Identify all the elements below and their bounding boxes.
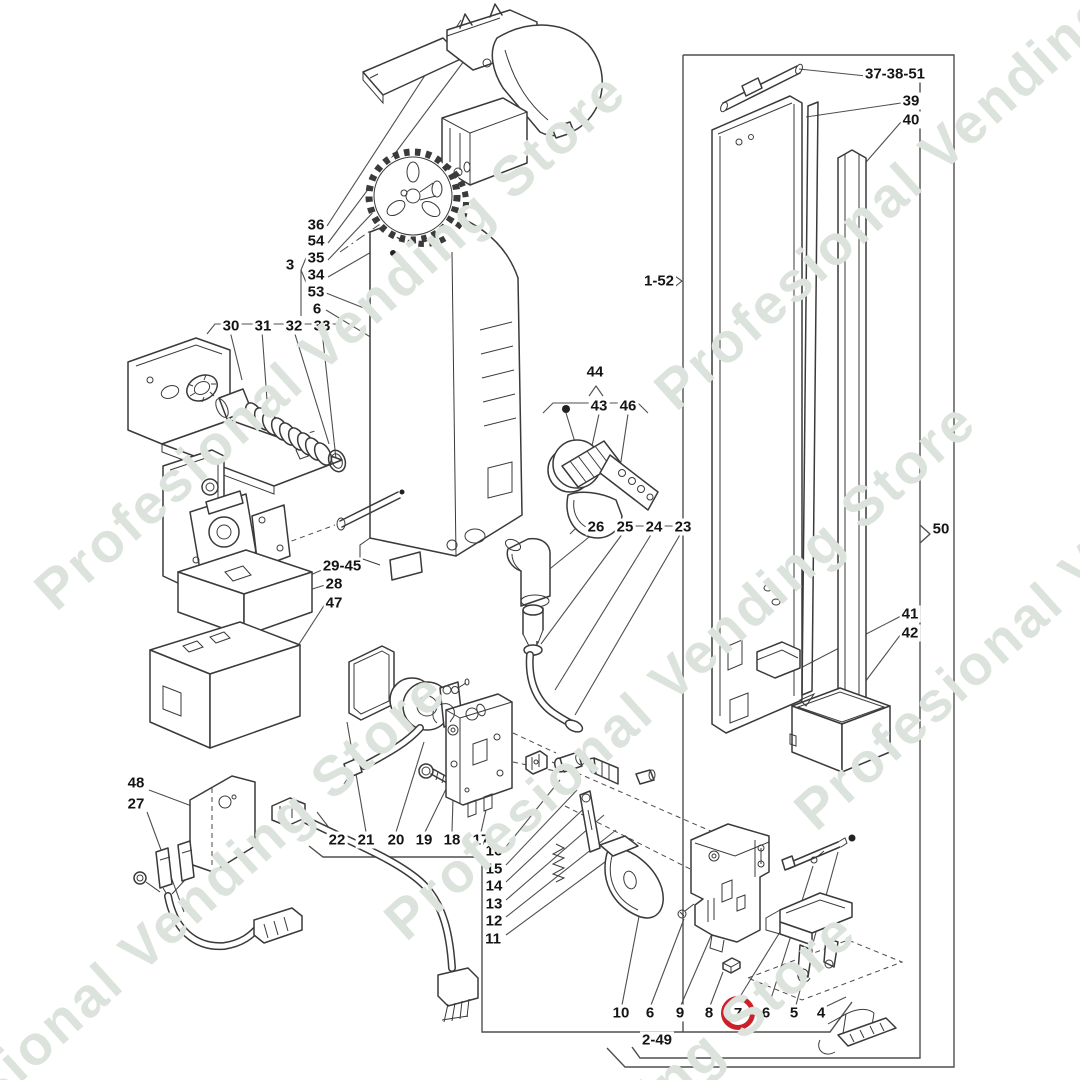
product-canister	[336, 209, 523, 581]
part-label-18: 18	[441, 831, 463, 849]
part-label-3: 3	[283, 256, 297, 274]
part-label-11: 11	[483, 930, 503, 948]
assembly-box-2-49	[308, 845, 853, 1033]
lower-cover	[149, 621, 301, 749]
part-label-25: 25	[614, 518, 636, 536]
part-label-5: 5	[787, 1004, 801, 1022]
part-label-54: 54	[305, 232, 327, 250]
guide-rail-40	[837, 149, 867, 711]
part-label-36: 36	[305, 216, 327, 234]
valve-block	[432, 693, 513, 818]
part-label-6: 6	[643, 1004, 657, 1022]
auger-knob	[186, 374, 218, 403]
part-label-40: 40	[900, 111, 922, 129]
part-label-15: 15	[483, 860, 505, 878]
outlet-assembly	[547, 405, 659, 539]
part-label-8: 8	[702, 1004, 716, 1022]
part-label-10: 10	[610, 1004, 632, 1022]
part-label-44: 44	[584, 363, 606, 381]
part-label-12: 12	[483, 912, 505, 930]
part-label-9: 9	[673, 1004, 687, 1022]
part-label-1-52: 1-52	[641, 272, 677, 290]
dispense-scoop	[599, 835, 664, 919]
part-label-4: 4	[814, 1004, 828, 1022]
part-label-21: 21	[355, 831, 377, 849]
chute-42	[789, 687, 891, 773]
screw-6a	[677, 903, 695, 919]
small-valve-parts	[525, 750, 656, 785]
part-label-19: 19	[413, 831, 435, 849]
part-label-43: 43	[588, 397, 610, 415]
part-label-23: 23	[672, 518, 694, 536]
part-label-24: 24	[643, 518, 665, 536]
wire-harness-27	[133, 840, 303, 951]
part-label-46: 46	[617, 397, 639, 415]
part-label-20: 20	[385, 831, 407, 849]
pin	[451, 678, 470, 694]
part-label-29-45: 29-45	[320, 557, 364, 575]
lever-arm	[579, 790, 601, 853]
support-rod	[720, 63, 803, 113]
hose	[523, 644, 584, 733]
part-label-50: 50	[930, 520, 952, 538]
part-label-39: 39	[900, 92, 922, 110]
gasket-frame	[348, 645, 395, 721]
sprocket-gear	[365, 148, 471, 247]
part-label-6: 6	[310, 300, 324, 318]
part-label-37-38-51: 37-38-51	[862, 65, 928, 83]
spring	[551, 843, 566, 883]
elbow-pipe	[504, 537, 551, 608]
adjust-rod-5	[781, 834, 856, 871]
part-label-32: 32	[283, 317, 305, 335]
part-label-27: 27	[125, 795, 147, 813]
part-label-7-highlighted: 7	[721, 996, 755, 1030]
part-label-47: 47	[323, 594, 345, 612]
panel-bracket-41	[756, 641, 801, 679]
part-label-31: 31	[252, 317, 274, 335]
part-label-16: 16	[483, 842, 505, 860]
part-label-34: 34	[305, 266, 327, 284]
assembly-box-inner-50	[631, 80, 932, 1059]
part-label-42: 42	[899, 624, 921, 642]
gear-motor	[189, 490, 291, 571]
auger-spring	[215, 388, 333, 466]
mounting-panel	[189, 775, 256, 873]
wire-spring-4	[818, 1008, 897, 1055]
part-label-33: 33	[311, 317, 333, 335]
motor-mount-box	[177, 549, 313, 637]
back-panel	[711, 95, 803, 734]
part-label-2-49: 2-49	[639, 1031, 675, 1049]
part-label-41: 41	[899, 605, 921, 623]
part-label-26: 26	[585, 518, 607, 536]
part-label-6: 6	[759, 1004, 773, 1022]
part-label-28: 28	[323, 575, 345, 593]
guide-rail-39	[801, 101, 819, 696]
part-label-13: 13	[483, 895, 505, 913]
part-label-35: 35	[305, 249, 327, 267]
part-label-22: 22	[326, 831, 348, 849]
retaining-ring	[327, 449, 347, 473]
mechanism-bracket	[690, 823, 770, 953]
part-label-30: 30	[220, 317, 242, 335]
assembly-box-outer	[606, 54, 955, 1068]
doser-motor	[343, 677, 463, 785]
spacer-8	[722, 957, 741, 974]
part-label-48: 48	[125, 774, 147, 792]
part-label-53: 53	[305, 283, 327, 301]
screw-6b	[810, 850, 825, 864]
part-label-14: 14	[483, 877, 505, 895]
latch-claw	[765, 892, 853, 983]
